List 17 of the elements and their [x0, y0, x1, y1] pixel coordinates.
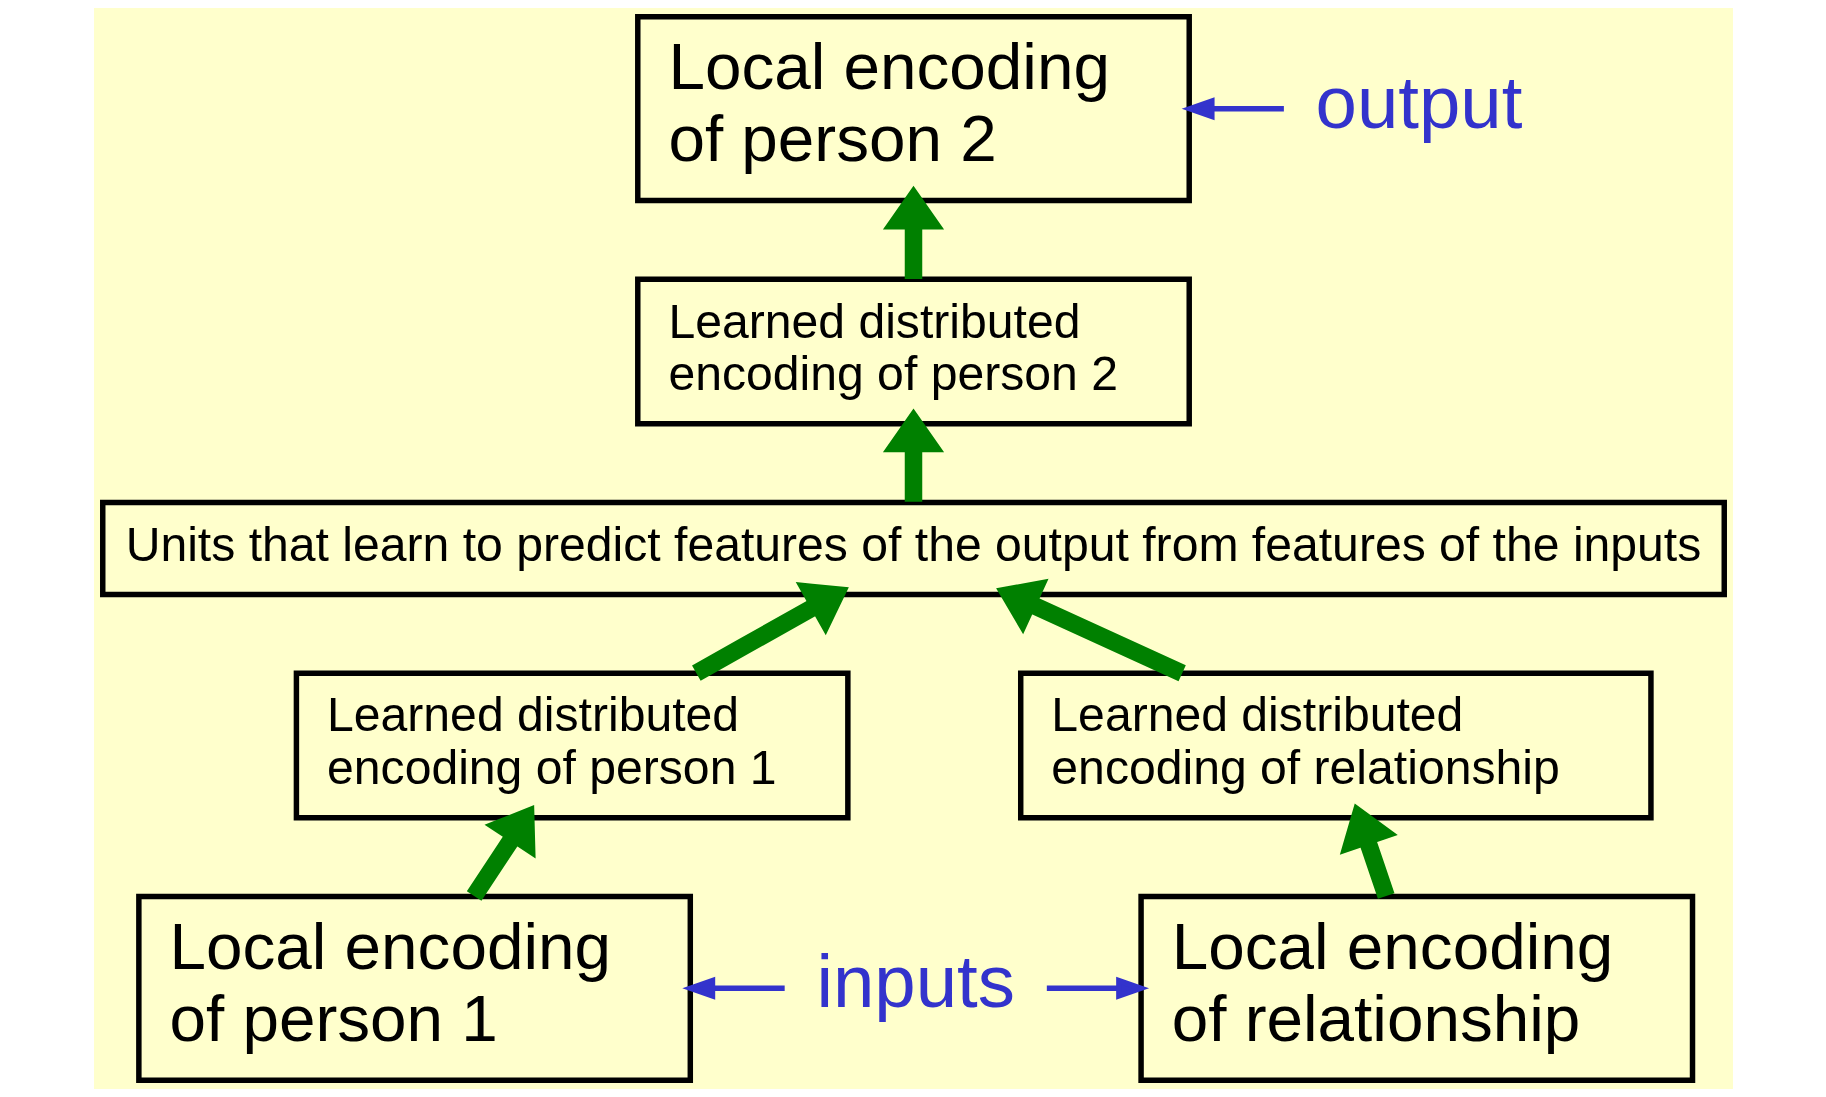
node-box: Units that learn to predict features of the output from features of the inputs — [99, 499, 1727, 598]
node-box: Learned distributed encoding of person 2 — [634, 276, 1192, 427]
arrow — [882, 408, 944, 502]
node-box: Local encoding of relationship — [1137, 893, 1695, 1083]
arrow — [466, 805, 536, 901]
node-box: Local encoding of person 2 — [634, 14, 1192, 204]
node-text: inputs — [815, 940, 1015, 1024]
arrow — [1181, 97, 1284, 121]
node-text: output — [1315, 60, 1522, 144]
node-box: Local encoding of person 1 — [135, 893, 693, 1083]
node-box: Learned distributed encoding of person 1 — [293, 670, 851, 821]
arrow — [691, 582, 849, 681]
arrow — [1046, 976, 1149, 1000]
node-box: Learned distributed encoding of relationship — [1017, 670, 1654, 821]
arrow — [1339, 803, 1398, 899]
arrow — [681, 976, 785, 1000]
arrow — [882, 185, 944, 280]
